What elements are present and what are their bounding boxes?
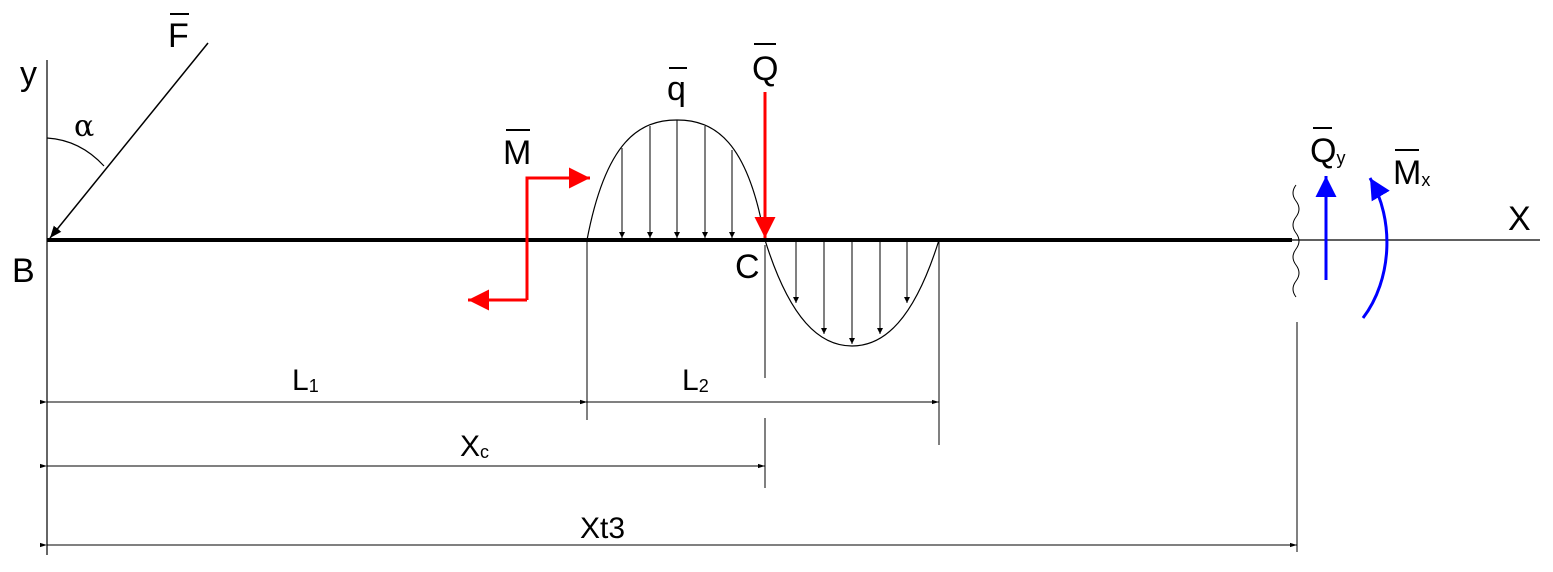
q-load-arrows-upper [619, 120, 735, 238]
label-qy: Qy [1310, 132, 1345, 170]
label-l1: L1 [292, 364, 319, 397]
label-m: M [503, 134, 531, 172]
label-alpha: α [74, 109, 94, 144]
label-l2: L2 [682, 364, 709, 397]
force-f-arrow [49, 42, 209, 239]
q-load-curve-lower [764, 239, 940, 347]
alpha-arc [46, 137, 105, 167]
label-b: B [12, 252, 35, 290]
q-load-arrows-lower [793, 240, 910, 344]
vector-overbars [170, 13, 1419, 151]
label-f: F [168, 17, 189, 55]
extension-lines [586, 240, 1298, 552]
label-c: C [735, 248, 760, 286]
label-xt3: Xt3 [580, 512, 625, 545]
moment-m-couple [468, 167, 590, 311]
reaction-mx-arc [1361, 177, 1390, 319]
break-mark [1292, 184, 1300, 298]
label-mx: Mx [1393, 154, 1430, 192]
label-q-distributed: q [667, 70, 686, 108]
label-y-axis: y [20, 55, 37, 93]
dimension-lines [40, 399, 1297, 548]
label-q-concentrated: Q [752, 50, 778, 88]
label-x-axis: X [1508, 200, 1531, 238]
q-load-curve-upper [586, 119, 766, 241]
label-xc: Xc [460, 430, 489, 463]
